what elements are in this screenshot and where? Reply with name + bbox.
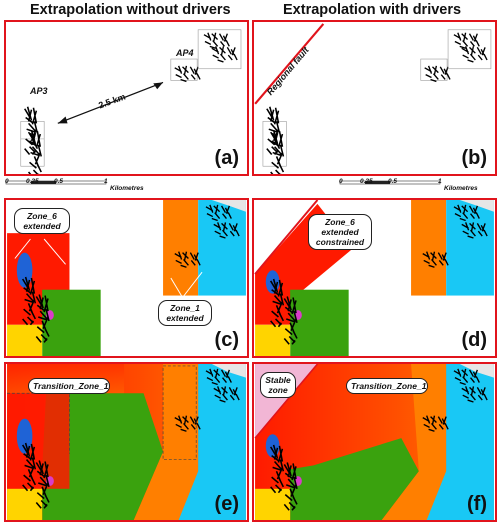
panel-f-map <box>254 364 494 520</box>
panel-d-label: (d) <box>461 329 487 351</box>
panel-f-label: (f) <box>467 493 487 515</box>
scale-tick-0-r: 0 <box>339 178 343 185</box>
ap4-fracture-map-large <box>203 32 230 49</box>
regional-fault-line <box>254 23 325 105</box>
scale-tick-025-r: 0.25 <box>360 178 373 185</box>
transition-zone-callout-e: Transition_Zone_1 <box>28 378 110 394</box>
panel-c-label: (c) <box>214 329 239 351</box>
ap4-label: AP4 <box>176 48 194 58</box>
panel-d: Zone_6 extended constrained (d) <box>252 198 497 358</box>
panel-b-map <box>254 23 492 174</box>
zone1-callout: Zone_1 extended <box>158 300 212 326</box>
panel-f: Stable zone Transition_Zone_1 (f) <box>252 362 497 522</box>
scale-tick-025: 0.25 <box>26 178 39 185</box>
panel-c-map <box>7 200 246 356</box>
scale-tick-1-r: 1 <box>438 178 442 185</box>
panel-a-label: (a) <box>214 147 239 169</box>
panel-d-map <box>254 200 494 356</box>
scale-unit: Kilometres <box>110 185 144 192</box>
scalebar-right: 0 0.25 0.5 1 Kilometres <box>339 178 500 208</box>
scale-tick-05-r: 0.5 <box>388 178 398 185</box>
panel-a: AP3 AP4 2.5 km (a) <box>4 20 249 176</box>
scale-tick-05: 0.5 <box>54 178 64 185</box>
panel-b: Regional fault (b) <box>252 20 497 176</box>
scale-unit-r: Kilometres <box>444 185 478 192</box>
panel-c: Zone_6 extended Zone_1 extended (c) <box>4 198 249 358</box>
panel-a-map <box>20 29 242 174</box>
panel-e: Transition_Zone_1 (e) <box>4 362 249 522</box>
zone6-constrained-callout: Zone_6 extended constrained <box>308 214 372 250</box>
ap3-label: AP3 <box>30 86 48 96</box>
panel-b-label: (b) <box>461 147 487 169</box>
stable-zone-callout: Stable zone <box>260 372 296 398</box>
scalebar-left: 0 0.25 0.5 1 Kilometres <box>5 178 166 208</box>
zone6-callout: Zone_6 extended <box>14 208 70 234</box>
scale-tick-1: 1 <box>104 178 108 185</box>
transition-zone-callout-f: Transition_Zone_1 <box>346 378 428 394</box>
header-right: Extrapolation with drivers <box>283 2 462 18</box>
scale-tick-0: 0 <box>5 178 9 185</box>
panel-e-label: (e) <box>214 493 239 515</box>
header-left: Extrapolation without drivers <box>30 2 231 18</box>
ap4-fracture-map <box>174 65 201 83</box>
